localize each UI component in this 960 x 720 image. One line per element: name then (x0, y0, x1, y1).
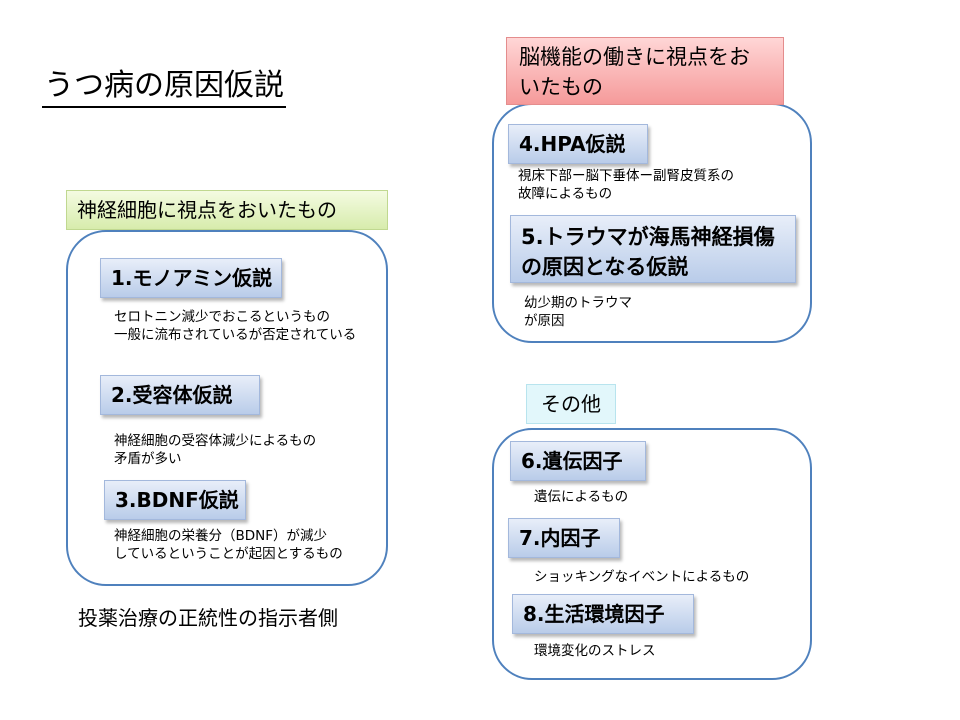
brain-function-group-label: 脳機能の働きに視点をお いたもの (506, 37, 784, 105)
hypothesis-4-desc: 視床下部ー脳下垂体ー副腎皮質系の 故障によるもの (518, 168, 734, 202)
hypothesis-4-heading: 4.HPA仮説 (508, 124, 648, 164)
factor-8-desc: 環境変化のストレス (534, 643, 656, 659)
neuron-group-label: 神経細胞に視点をおいたもの (66, 190, 388, 230)
hypothesis-1-heading: 1.モノアミン仮説 (100, 258, 282, 298)
hypothesis-1-desc: セロトニン減少でおこるというもの 一般に流布されているが否定されている (114, 309, 357, 343)
factor-6-desc: 遺伝によるもの (534, 489, 629, 505)
hypothesis-2-heading: 2.受容体仮説 (100, 375, 260, 415)
factor-7-desc: ショッキングなイベントによるもの (534, 569, 750, 585)
page-title: うつ病の原因仮説 (42, 66, 286, 108)
factor-6-heading: 6.遺伝因子 (510, 441, 646, 481)
hypothesis-2-desc: 神経細胞の受容体減少によるもの 矛盾が多い (114, 433, 317, 467)
hypothesis-5-heading: 5.トラウマが海馬神経損傷 の原因となる仮説 (510, 215, 796, 283)
other-group-label: その他 (526, 384, 616, 424)
hypothesis-3-desc: 神経細胞の栄養分（BDNF）が減少 しているということが起因とするもの (114, 528, 343, 562)
factor-8-heading: 8.生活環境因子 (512, 594, 694, 634)
left-group-footer: 投薬治療の正統性の指示者側 (78, 606, 338, 630)
factor-7-heading: 7.内因子 (508, 518, 620, 558)
hypothesis-5-desc: 幼少期のトラウマ が原因 (524, 295, 632, 329)
hypothesis-3-heading: 3.BDNF仮説 (104, 480, 246, 520)
